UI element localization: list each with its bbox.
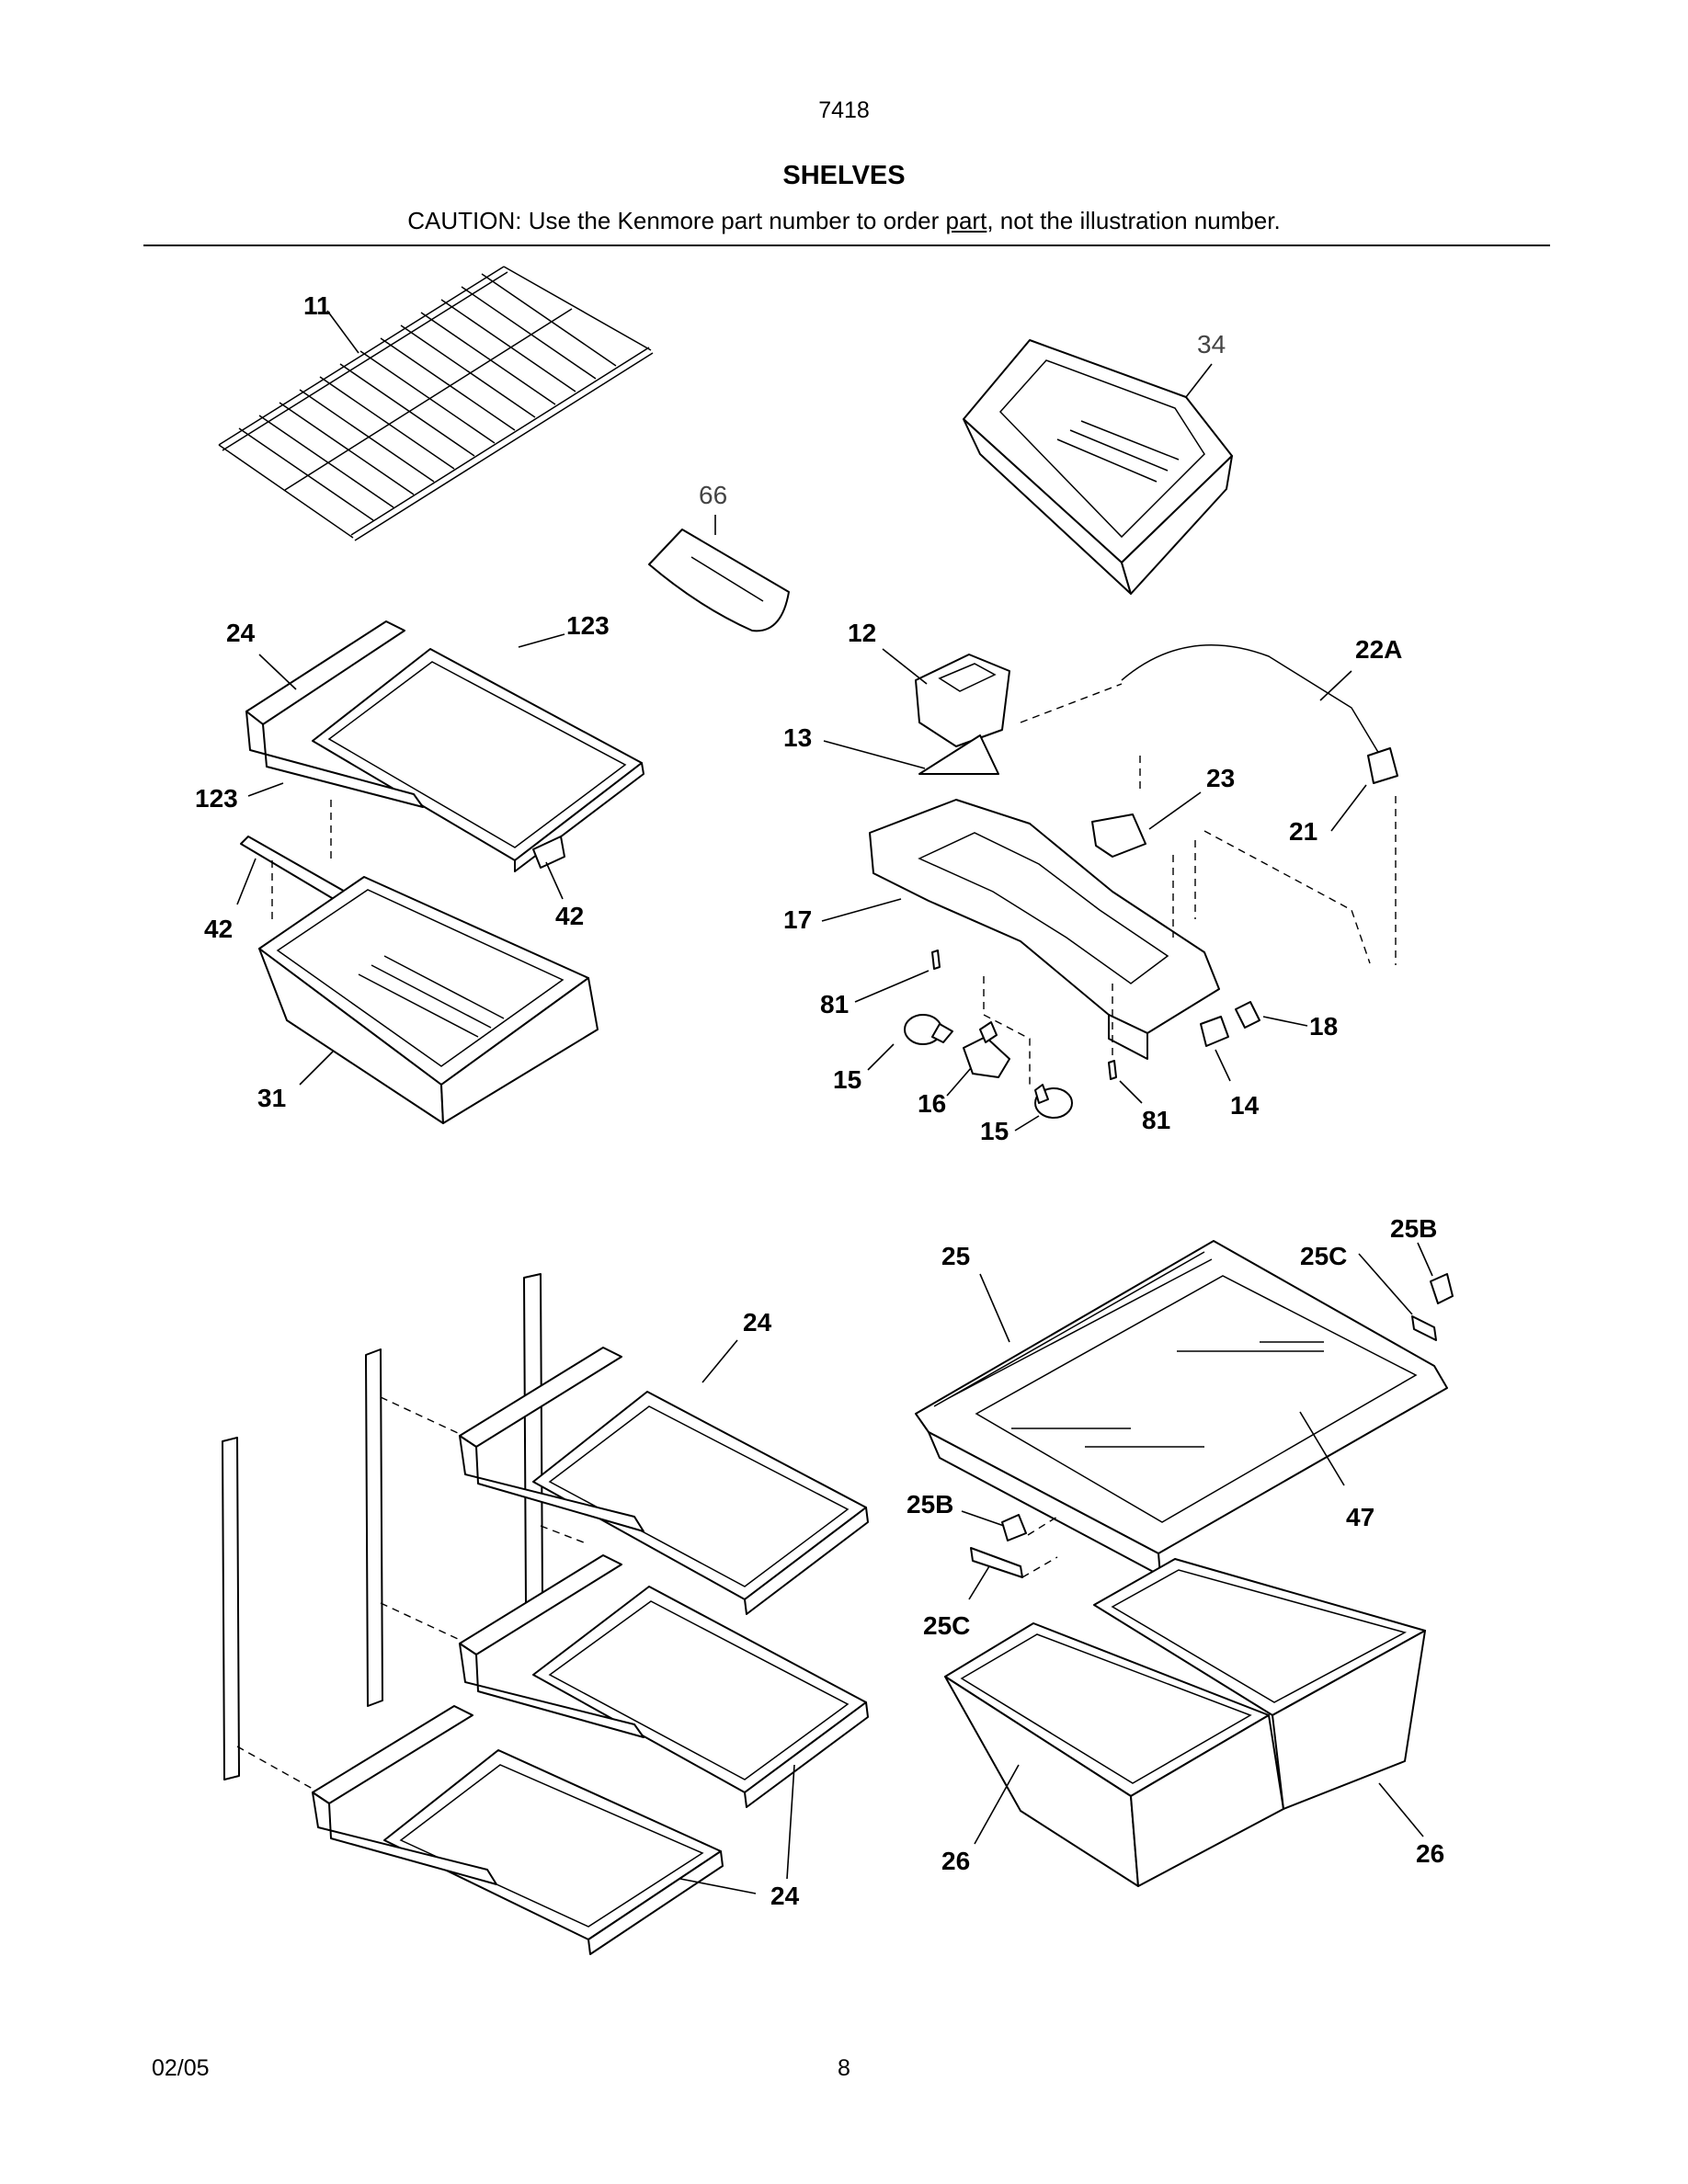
footer-date: 02/05 [152,2055,210,2081]
callout-11: 11 [303,291,331,320]
callout-25B: 25B [907,1490,953,1519]
page-title: SHELVES [782,161,906,190]
callout-21: 21 [1289,817,1317,846]
glass-shelf-24-b [459,1554,869,1808]
light-bulb-15-right [1034,1084,1073,1119]
crisper-pan-26-right [1093,1558,1426,1810]
light-socket-16 [963,1021,1010,1078]
callout-31: 31 [257,1084,286,1112]
control-housing-17 [869,799,1220,1060]
caution-text-end: , not the illustration number. [987,207,1281,234]
callout-123-left: 123 [195,784,238,813]
callout-26-right: 26 [1416,1839,1444,1868]
screw-81-upper [931,950,941,970]
knob-18 [1235,1001,1260,1029]
rail-left-middle [365,1348,383,1707]
crisper-cover-25 [915,1240,1448,1576]
wire-shelf-11 [218,266,654,541]
glass-shelf-24-a [459,1347,869,1615]
callout-24-upper: 24 [226,619,256,647]
callout-81-left: 81 [820,990,849,1018]
callout-17: 17 [783,905,812,934]
caution-underlined-word: part [945,207,987,234]
screw-81-lower [1108,1060,1117,1080]
callout-15-right: 15 [980,1117,1009,1145]
rail-left-short [222,1437,240,1780]
crisper-31 [258,876,599,1124]
callout-15-left: 15 [833,1065,861,1094]
clip-25B-top [1430,1273,1454,1304]
glass-shelf-24-upper [245,620,644,872]
callout-42-right: 42 [555,902,584,930]
thermostat-23 [1091,813,1146,858]
rail-left-tall [523,1273,543,1604]
callout-23: 23 [1206,764,1235,792]
callout-25: 25 [941,1242,970,1270]
callout-26-left: 26 [941,1847,970,1875]
storage-pan-34 [963,339,1233,595]
callout-81-right: 81 [1142,1106,1170,1134]
callout-18: 18 [1309,1012,1338,1041]
callout-47: 47 [1346,1503,1374,1531]
callout-13: 13 [783,723,812,752]
callout-25C: 25C [923,1611,970,1640]
callout-24-lower-bottom: 24 [770,1882,800,1910]
caution-note: CAUTION: Use the Kenmore part number to … [0,207,1688,235]
callout-66: 66 [699,481,727,509]
air-diffuser-13 [918,734,999,775]
light-switch-14 [1200,1016,1229,1047]
clip-25B [1001,1514,1027,1541]
callout-34: 34 [1197,330,1226,358]
callout-123-top: 123 [566,611,610,640]
callout-22A: 22A [1355,635,1402,664]
callout-14: 14 [1230,1091,1260,1120]
light-shield-12 [915,654,1010,747]
callout-25C-top: 25C [1300,1242,1347,1270]
callout-42-left: 42 [204,915,233,943]
callout-16: 16 [918,1089,946,1118]
thermostat-capillary-22A [1121,643,1380,755]
control-knob-21 [1367,747,1398,784]
footer-page-number: 8 [838,2055,850,2081]
glass-shelf-24-c [312,1705,724,1955]
callout-25B-top: 25B [1390,1214,1437,1243]
bracket-25C [970,1547,1023,1578]
header-rule [143,245,1550,246]
crisper-pan-26-left [944,1622,1284,1887]
bracket-25C-top [1411,1315,1437,1341]
cover-66 [648,529,790,632]
page-code: 7418 [818,97,870,123]
caution-text: CAUTION: Use the Kenmore part number to … [407,207,946,234]
callout-24-lower-top: 24 [743,1308,772,1337]
light-bulb-15-left [904,1014,953,1045]
callout-12: 12 [848,619,876,647]
